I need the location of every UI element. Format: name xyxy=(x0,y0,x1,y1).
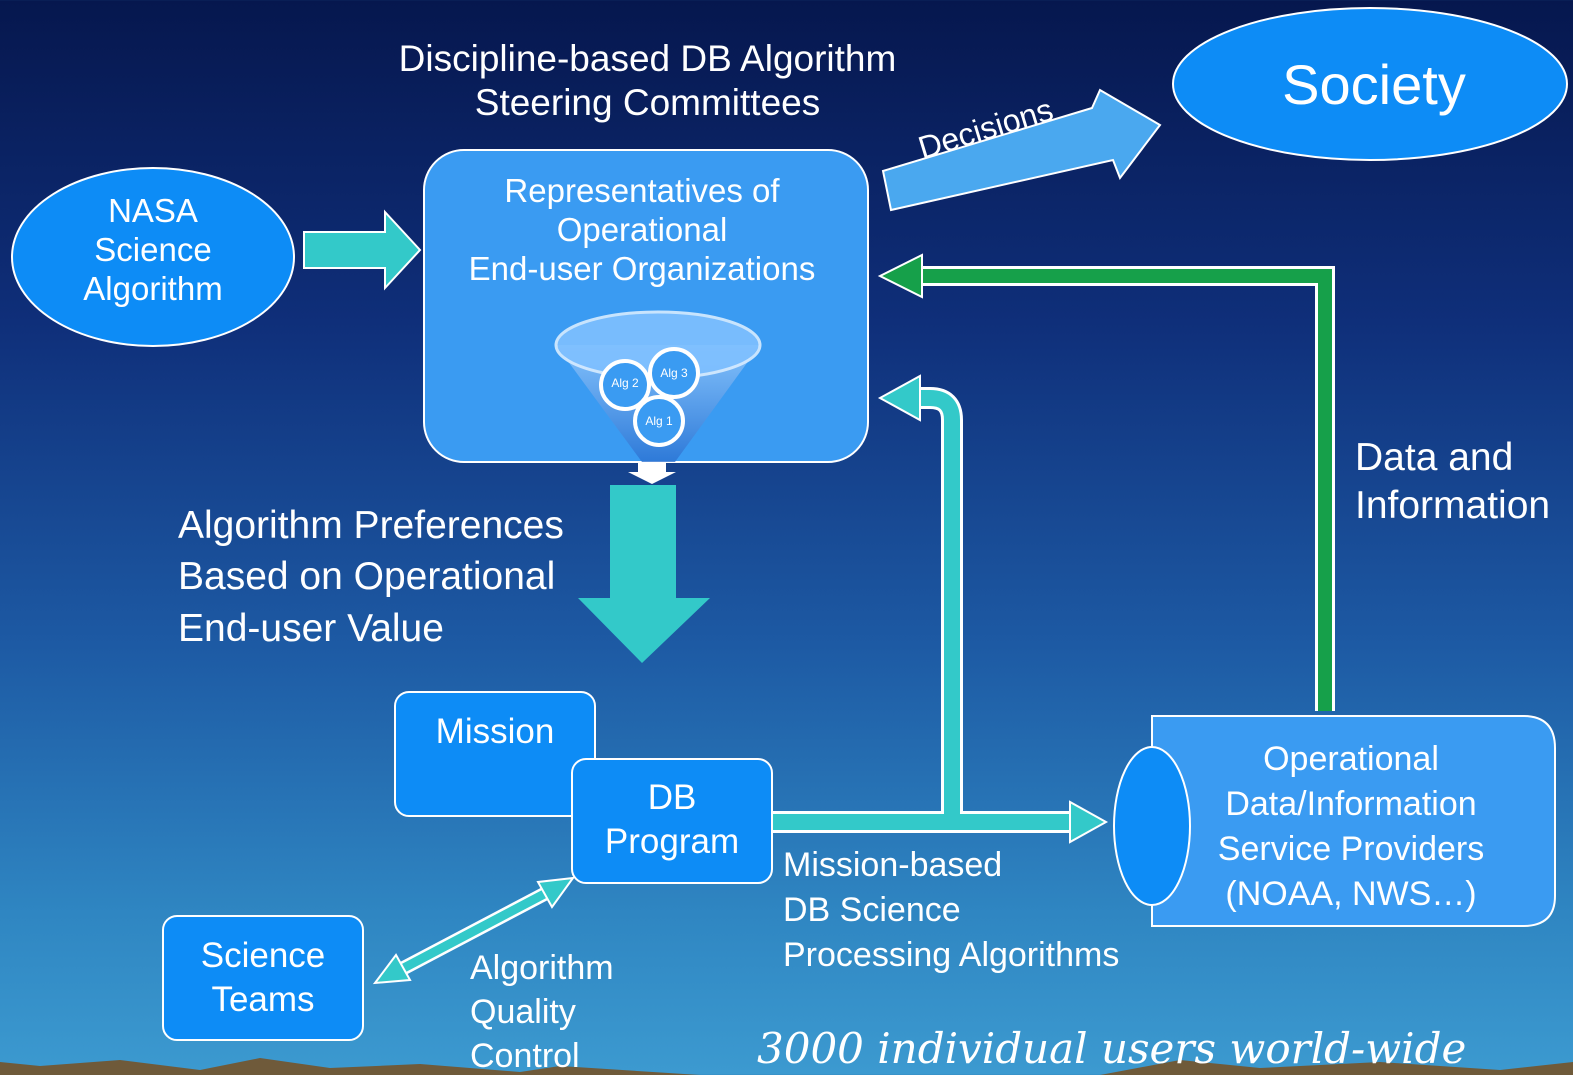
mission-label: Mission xyxy=(435,712,555,751)
decisions-arrow xyxy=(881,88,1162,212)
alg-1-ball xyxy=(633,395,685,447)
science-teams-label: Science Teams xyxy=(200,936,326,1019)
operational-cylinder xyxy=(1113,715,1556,927)
preferences-down-arrow xyxy=(578,485,710,663)
data-information-label: Data and Information xyxy=(1355,436,1551,527)
society-label: Society xyxy=(1282,53,1466,116)
operational-label: Operational Data/Information Service Pro… xyxy=(1217,740,1485,913)
page-title: Discipline-based DB Algorithm Steering C… xyxy=(398,38,897,123)
to-operational-arrowhead xyxy=(1069,800,1109,844)
science-teams-box xyxy=(162,915,364,1041)
society-ellipse xyxy=(1172,7,1568,161)
representatives-label: Representatives of Operational End-user … xyxy=(468,172,816,287)
mountains-decoration xyxy=(0,1058,700,1075)
preferences-label: Algorithm Preferences Based on Operation… xyxy=(178,504,564,650)
nasa-to-committee-arrow xyxy=(303,209,422,291)
alg-3-label: Alg 3 xyxy=(660,366,688,380)
alg-3-ball xyxy=(648,347,700,399)
db-program-box xyxy=(571,758,773,884)
funnel-balls xyxy=(599,347,700,447)
alg-2-ball xyxy=(599,359,651,411)
mission-box xyxy=(394,691,596,817)
mission-based-label: Mission-based DB Science Processing Algo… xyxy=(783,846,1120,975)
nasa-ellipse xyxy=(11,167,295,347)
alg-1-label: Alg 1 xyxy=(645,414,673,428)
users-caption: 3000 individual users world-wide xyxy=(757,1024,1467,1073)
feedback-arrowhead-up xyxy=(877,374,921,422)
data-information-arrow xyxy=(920,266,1335,711)
mountains-decoration-right xyxy=(1100,1060,1573,1075)
quality-control-label: Algorithm Quality Control xyxy=(470,949,614,1075)
alg-2-label: Alg 2 xyxy=(611,376,639,390)
quality-control-arrow xyxy=(372,876,576,985)
db-program-label: DB Program xyxy=(604,778,740,861)
nasa-label: NASA Science Algorithm xyxy=(83,192,223,307)
